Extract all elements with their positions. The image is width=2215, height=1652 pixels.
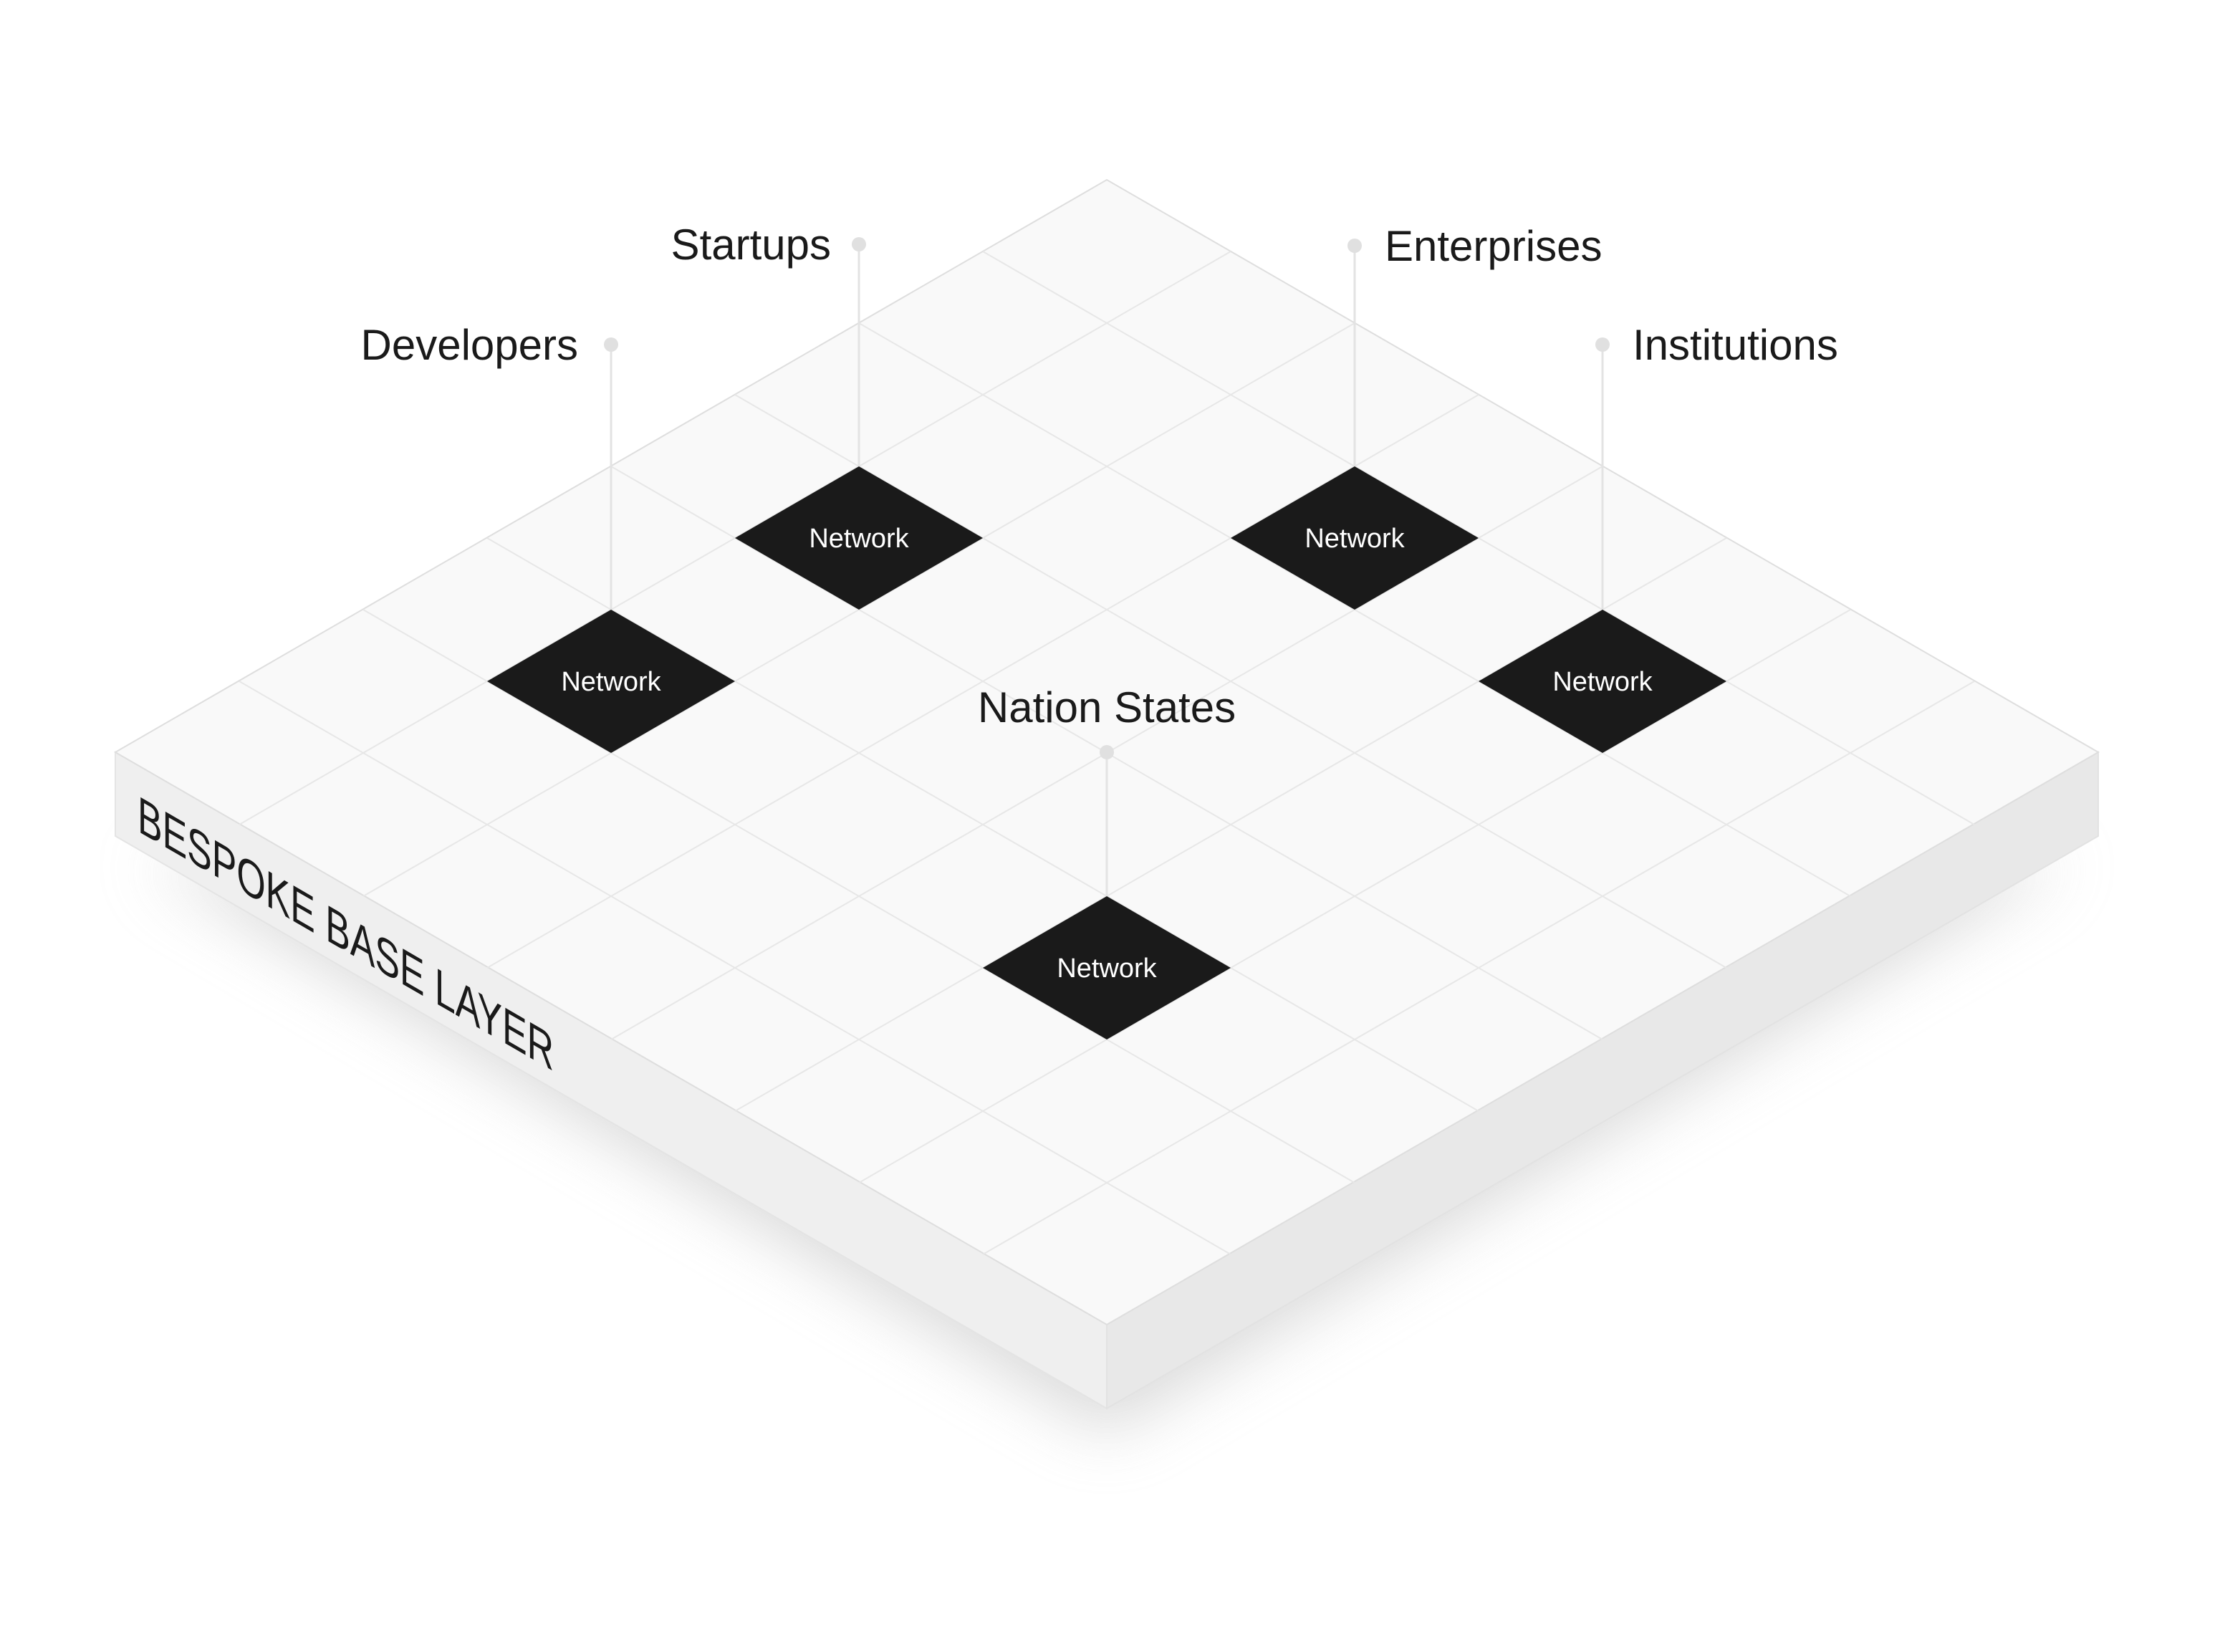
- network-diamond[interactable]: [735, 466, 983, 610]
- node-label-developers: Developers: [361, 321, 579, 369]
- node-startups[interactable]: Startups Network: [671, 221, 983, 610]
- node-enterprises[interactable]: Enterprises Network: [1231, 222, 1602, 610]
- network-label: Network: [809, 524, 909, 554]
- node-label-startups: Startups: [671, 221, 831, 269]
- node-developers[interactable]: Developers Network: [361, 321, 736, 753]
- network-label: Network: [561, 667, 661, 697]
- network-diamond[interactable]: [983, 896, 1231, 1039]
- network-label: Network: [1057, 954, 1157, 984]
- node-nation-states[interactable]: Nation States Network: [978, 683, 1236, 1039]
- node-label-institutions: Institutions: [1633, 321, 1838, 369]
- grid-line: [486, 537, 1479, 1112]
- connector-dot: [604, 337, 618, 352]
- grid-line: [982, 681, 1975, 1255]
- grid-line: [734, 537, 1727, 1112]
- network-diamond[interactable]: [1479, 610, 1726, 753]
- network-label: Network: [1305, 524, 1405, 554]
- node-institutions[interactable]: Institutions Network: [1479, 321, 1838, 753]
- connector-dot: [1100, 745, 1114, 759]
- node-label-enterprises: Enterprises: [1385, 222, 1602, 270]
- connector-dot: [1347, 239, 1362, 253]
- network-diamond[interactable]: [1231, 466, 1479, 610]
- connector-dot: [852, 237, 866, 251]
- grid-line: [239, 681, 1231, 1255]
- node-label-nation-states: Nation States: [978, 683, 1236, 731]
- connector-dot: [1595, 337, 1610, 352]
- network-diamond[interactable]: [487, 610, 735, 753]
- network-label: Network: [1552, 667, 1653, 697]
